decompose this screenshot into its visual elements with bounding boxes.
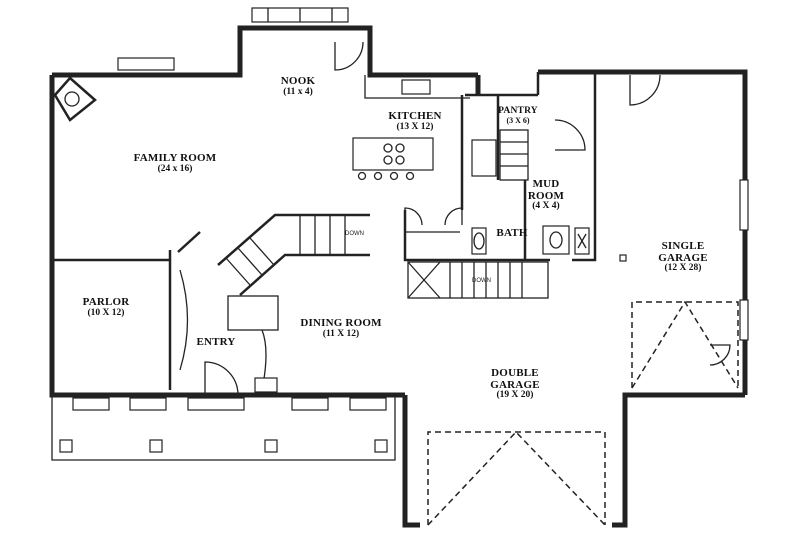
mud-room-name: MUD [532,178,560,190]
pantry-dim: (3 X 6) [506,115,530,125]
mud-room-dim: (4 X 4) [532,201,560,212]
basement-stairs [407,261,549,299]
main-staircase [217,213,370,393]
room-label-nook: NOOK (11 x 4) [280,75,316,98]
family-room-dim: (24 x 16) [157,163,193,174]
fireplace [53,76,97,122]
mud-room-name2: ROOM [527,189,565,202]
parlor-name: PARLOR [82,296,130,308]
nook-name: NOOK [280,75,316,87]
room-label-entry: ENTRY [196,336,236,349]
entry-name: ENTRY [196,336,236,348]
double-garage-name: DOUBLE [491,367,539,379]
single-garage-dim: (12 X 28) [664,263,702,274]
pantry-name: PANTRY [498,106,538,116]
pantry-shelves [499,129,529,181]
front-porch [51,395,396,461]
single-garage-name: SINGLE [661,240,705,252]
double-garage-dim: (19 X 20) [496,390,534,401]
doors [179,41,731,396]
room-label-mud-room: MUD ROOM (4 X 4) [527,178,565,212]
bath-fixtures [405,225,590,255]
interior-walls [52,72,540,390]
windows [72,7,749,411]
room-label-pantry: PANTRY (3 X 6) [498,106,538,125]
double-garage-name2: GARAGE [490,378,540,391]
nook-dim: (11 x 4) [283,86,313,97]
dining-room-dim: (11 X 12) [322,328,360,339]
room-label-single-garage: SINGLE GARAGE (12 X 28) [658,240,708,274]
room-label-parlor: PARLOR (10 X 12) [82,296,130,319]
stair-down-label-basement: DOWN [472,278,491,284]
parlor-dim: (10 X 12) [87,307,125,318]
room-label-double-garage: DOUBLE GARAGE (19 X 20) [490,367,540,401]
room-label-dining-room: DINING ROOM (11 X 12) [300,317,382,340]
garage-door-double [427,430,606,526]
room-label-kitchen: KITCHEN (13 X 12) [388,110,442,133]
stair-down-label-main: DOWN [345,231,364,237]
single-garage-name2: GARAGE [658,251,708,264]
kitchen-counters [352,75,497,181]
garage-door-single [631,300,739,389]
kitchen-name: KITCHEN [388,110,442,122]
room-label-bath: BATH [496,227,528,240]
dining-room-name: DINING ROOM [300,317,382,329]
bath-name: BATH [496,227,528,239]
kitchen-dim: (13 X 12) [396,121,434,132]
family-room-name: FAMILY ROOM [133,152,217,164]
room-label-family-room: FAMILY ROOM (24 x 16) [133,152,217,175]
